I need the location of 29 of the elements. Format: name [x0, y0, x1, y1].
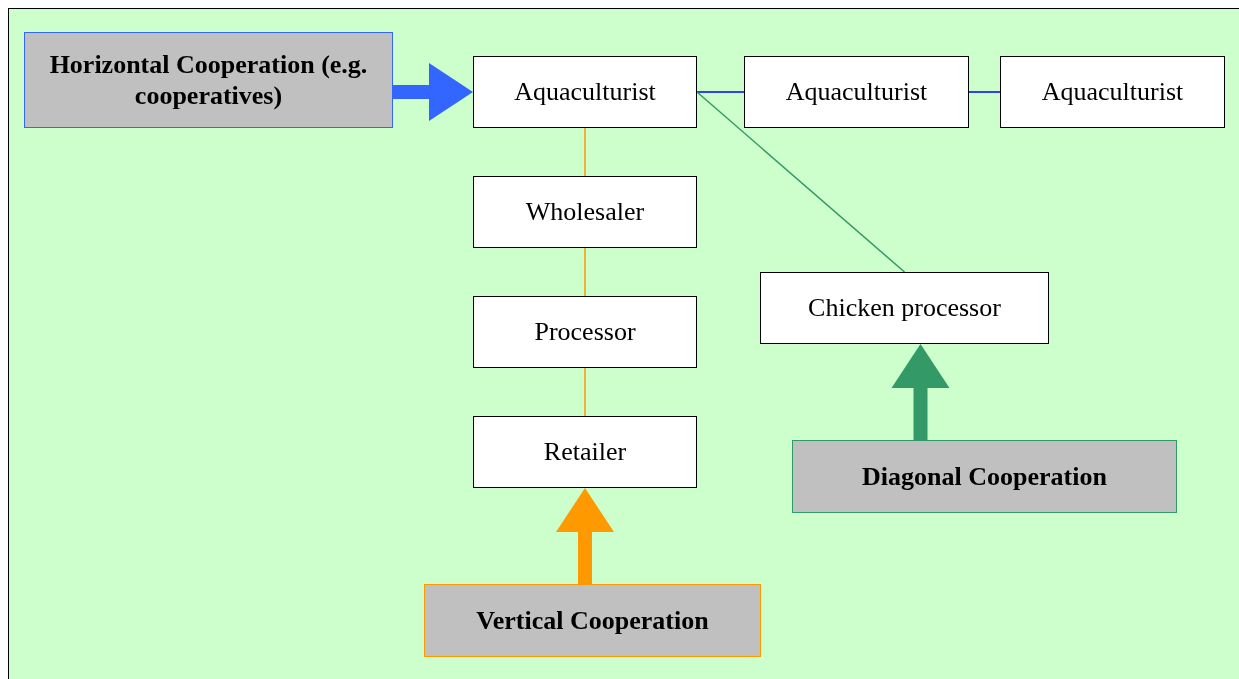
connector-line: [968, 91, 1001, 93]
box-label: Wholesaler: [524, 196, 646, 228]
process-box: [473, 416, 697, 488]
process-box: [760, 272, 1049, 344]
box-label: Aquaculturist: [784, 76, 929, 108]
box-label: Vertical Cooperation: [475, 604, 710, 637]
process-box: [473, 56, 697, 128]
process-box: [1000, 56, 1225, 128]
box-label: Chicken processor: [807, 292, 1002, 324]
box-label: Aquaculturist: [513, 76, 657, 108]
connector-line: [696, 91, 906, 273]
process-box: [744, 56, 969, 128]
process-box: [473, 176, 697, 248]
box-label: Aquaculturist: [1040, 76, 1185, 108]
block-arrow: [393, 63, 473, 121]
connector-line: [584, 247, 586, 297]
box-label: Horizontal Cooperation (e.g. cooperatives): [48, 48, 369, 112]
label-box: [792, 440, 1177, 513]
label-box: [24, 32, 393, 128]
connector-line: [584, 127, 586, 177]
connector-line: [584, 367, 586, 417]
box-label: Retailer: [542, 436, 628, 468]
connector-line: [696, 91, 745, 93]
label-box: [424, 584, 761, 657]
process-box: [473, 296, 697, 368]
box-label: Diagonal Cooperation: [861, 460, 1108, 493]
block-arrow: [556, 488, 614, 584]
box-label: Processor: [533, 316, 637, 348]
block-arrow: [891, 344, 950, 440]
